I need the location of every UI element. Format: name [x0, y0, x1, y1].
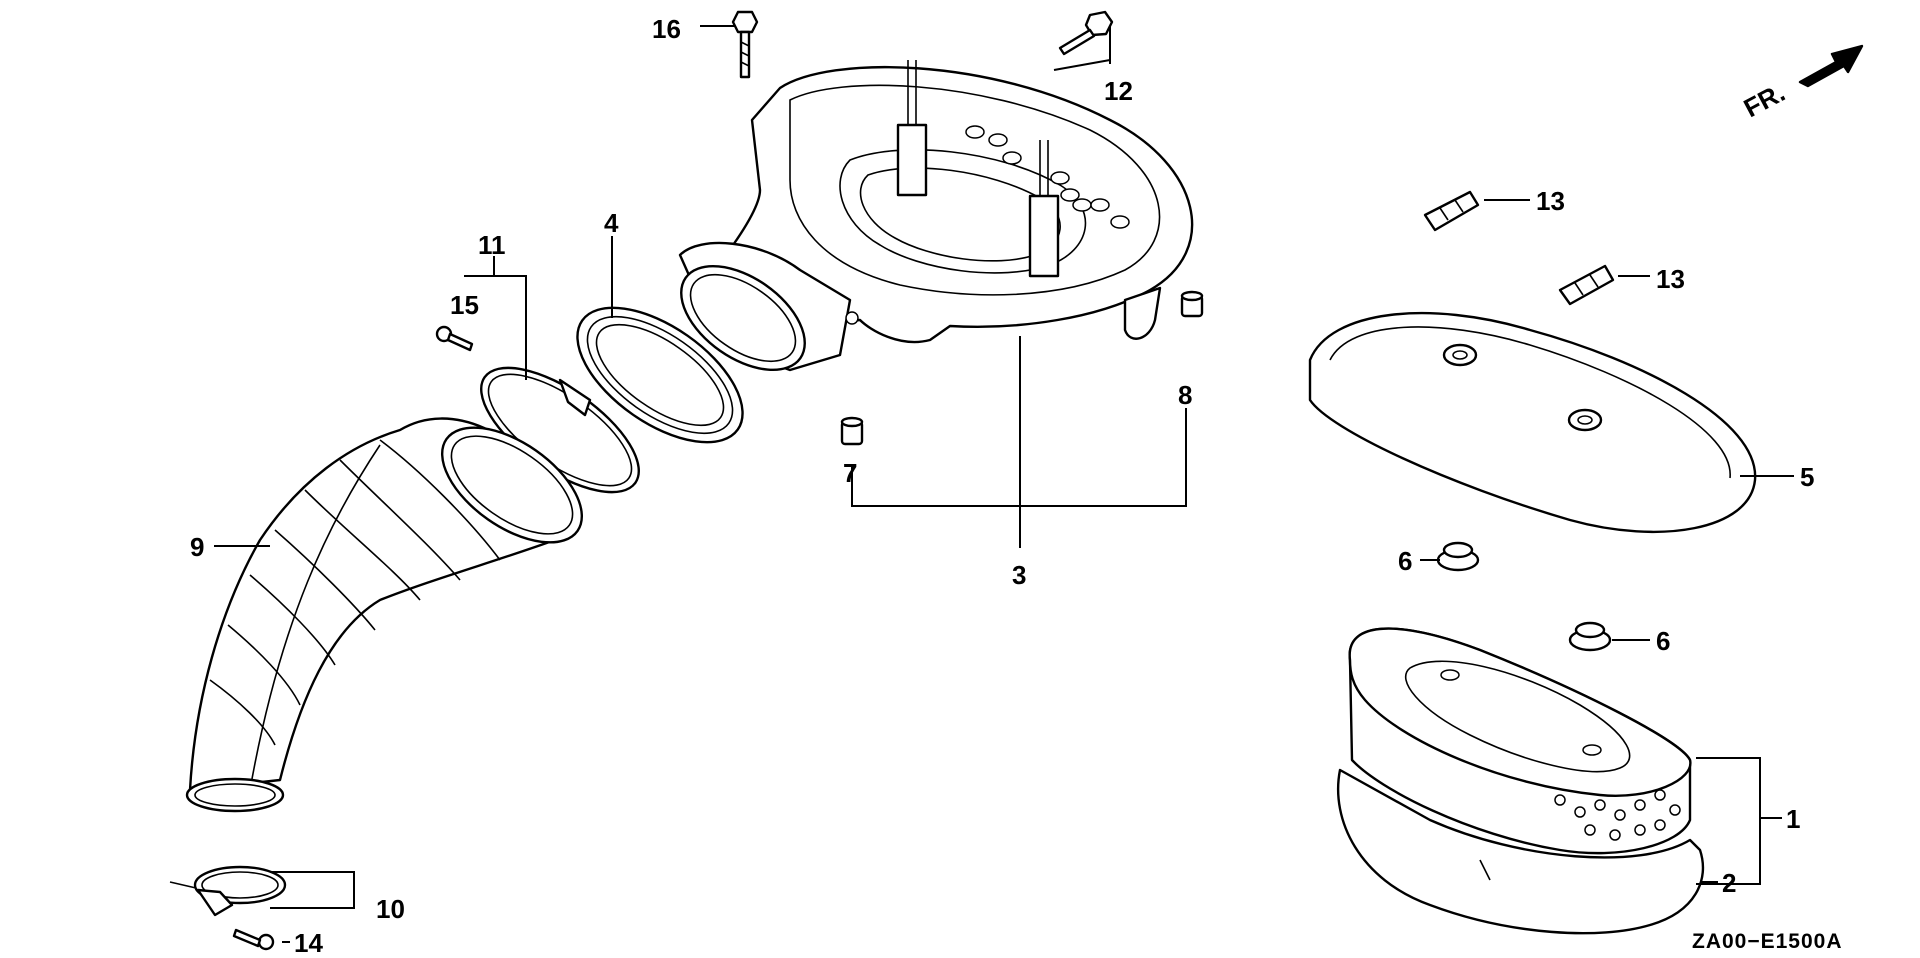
part-10-clamp [169, 865, 287, 917]
callout-16: 16 [652, 14, 681, 44]
part-5-cover [1308, 311, 1757, 534]
part-13-clip-lower [1558, 264, 1615, 306]
callout-6-upper: 6 [1398, 546, 1412, 576]
callout-4: 4 [604, 208, 619, 238]
part-16-bolt [731, 10, 759, 79]
part-15-screw [435, 325, 474, 352]
leader-lines [214, 25, 1794, 943]
callout-8: 8 [1178, 380, 1192, 410]
callout-14: 14 [294, 928, 323, 958]
part-1-paper-element [1348, 627, 1692, 855]
front-direction-arrow: FR. [1739, 44, 1864, 123]
callout-15: 15 [450, 290, 479, 320]
part-7-collar [840, 416, 864, 446]
case-vent-holes [965, 125, 1130, 229]
callout-10: 10 [376, 894, 405, 924]
callout-6-lower: 6 [1656, 626, 1670, 656]
part-6-grommet-upper [1436, 541, 1480, 572]
callout-13-lower: 13 [1656, 264, 1685, 294]
callout-numbers: 16 12 11 4 15 8 7 3 9 10 14 13 13 5 6 6 … [190, 14, 1814, 958]
callout-3: 3 [1012, 560, 1026, 590]
part-11-band [480, 366, 640, 494]
callout-11: 11 [478, 230, 506, 260]
part-4-gasket [576, 306, 744, 444]
callout-12: 12 [1104, 76, 1133, 106]
part-14-screw [232, 928, 275, 951]
callout-9: 9 [190, 532, 204, 562]
part-2-foam-element [1336, 768, 1705, 935]
callout-13-upper: 13 [1536, 186, 1565, 216]
callout-5: 5 [1800, 462, 1814, 492]
part-13-clip-upper [1423, 190, 1480, 232]
part-12-bolt [1058, 10, 1114, 56]
part-6-grommet-lower [1568, 621, 1612, 652]
callout-7: 7 [843, 458, 857, 488]
front-direction-label: FR. [1739, 77, 1790, 123]
element-perforations [1554, 789, 1681, 841]
part-3-air-cleaner-case [678, 60, 1194, 372]
part-9-intake-elbow [185, 417, 584, 813]
diagram-code: ZA00−E1500A [1692, 930, 1843, 953]
callout-1: 1 [1786, 804, 1800, 834]
callout-2: 2 [1722, 868, 1736, 898]
part-8-collar [1180, 290, 1204, 318]
